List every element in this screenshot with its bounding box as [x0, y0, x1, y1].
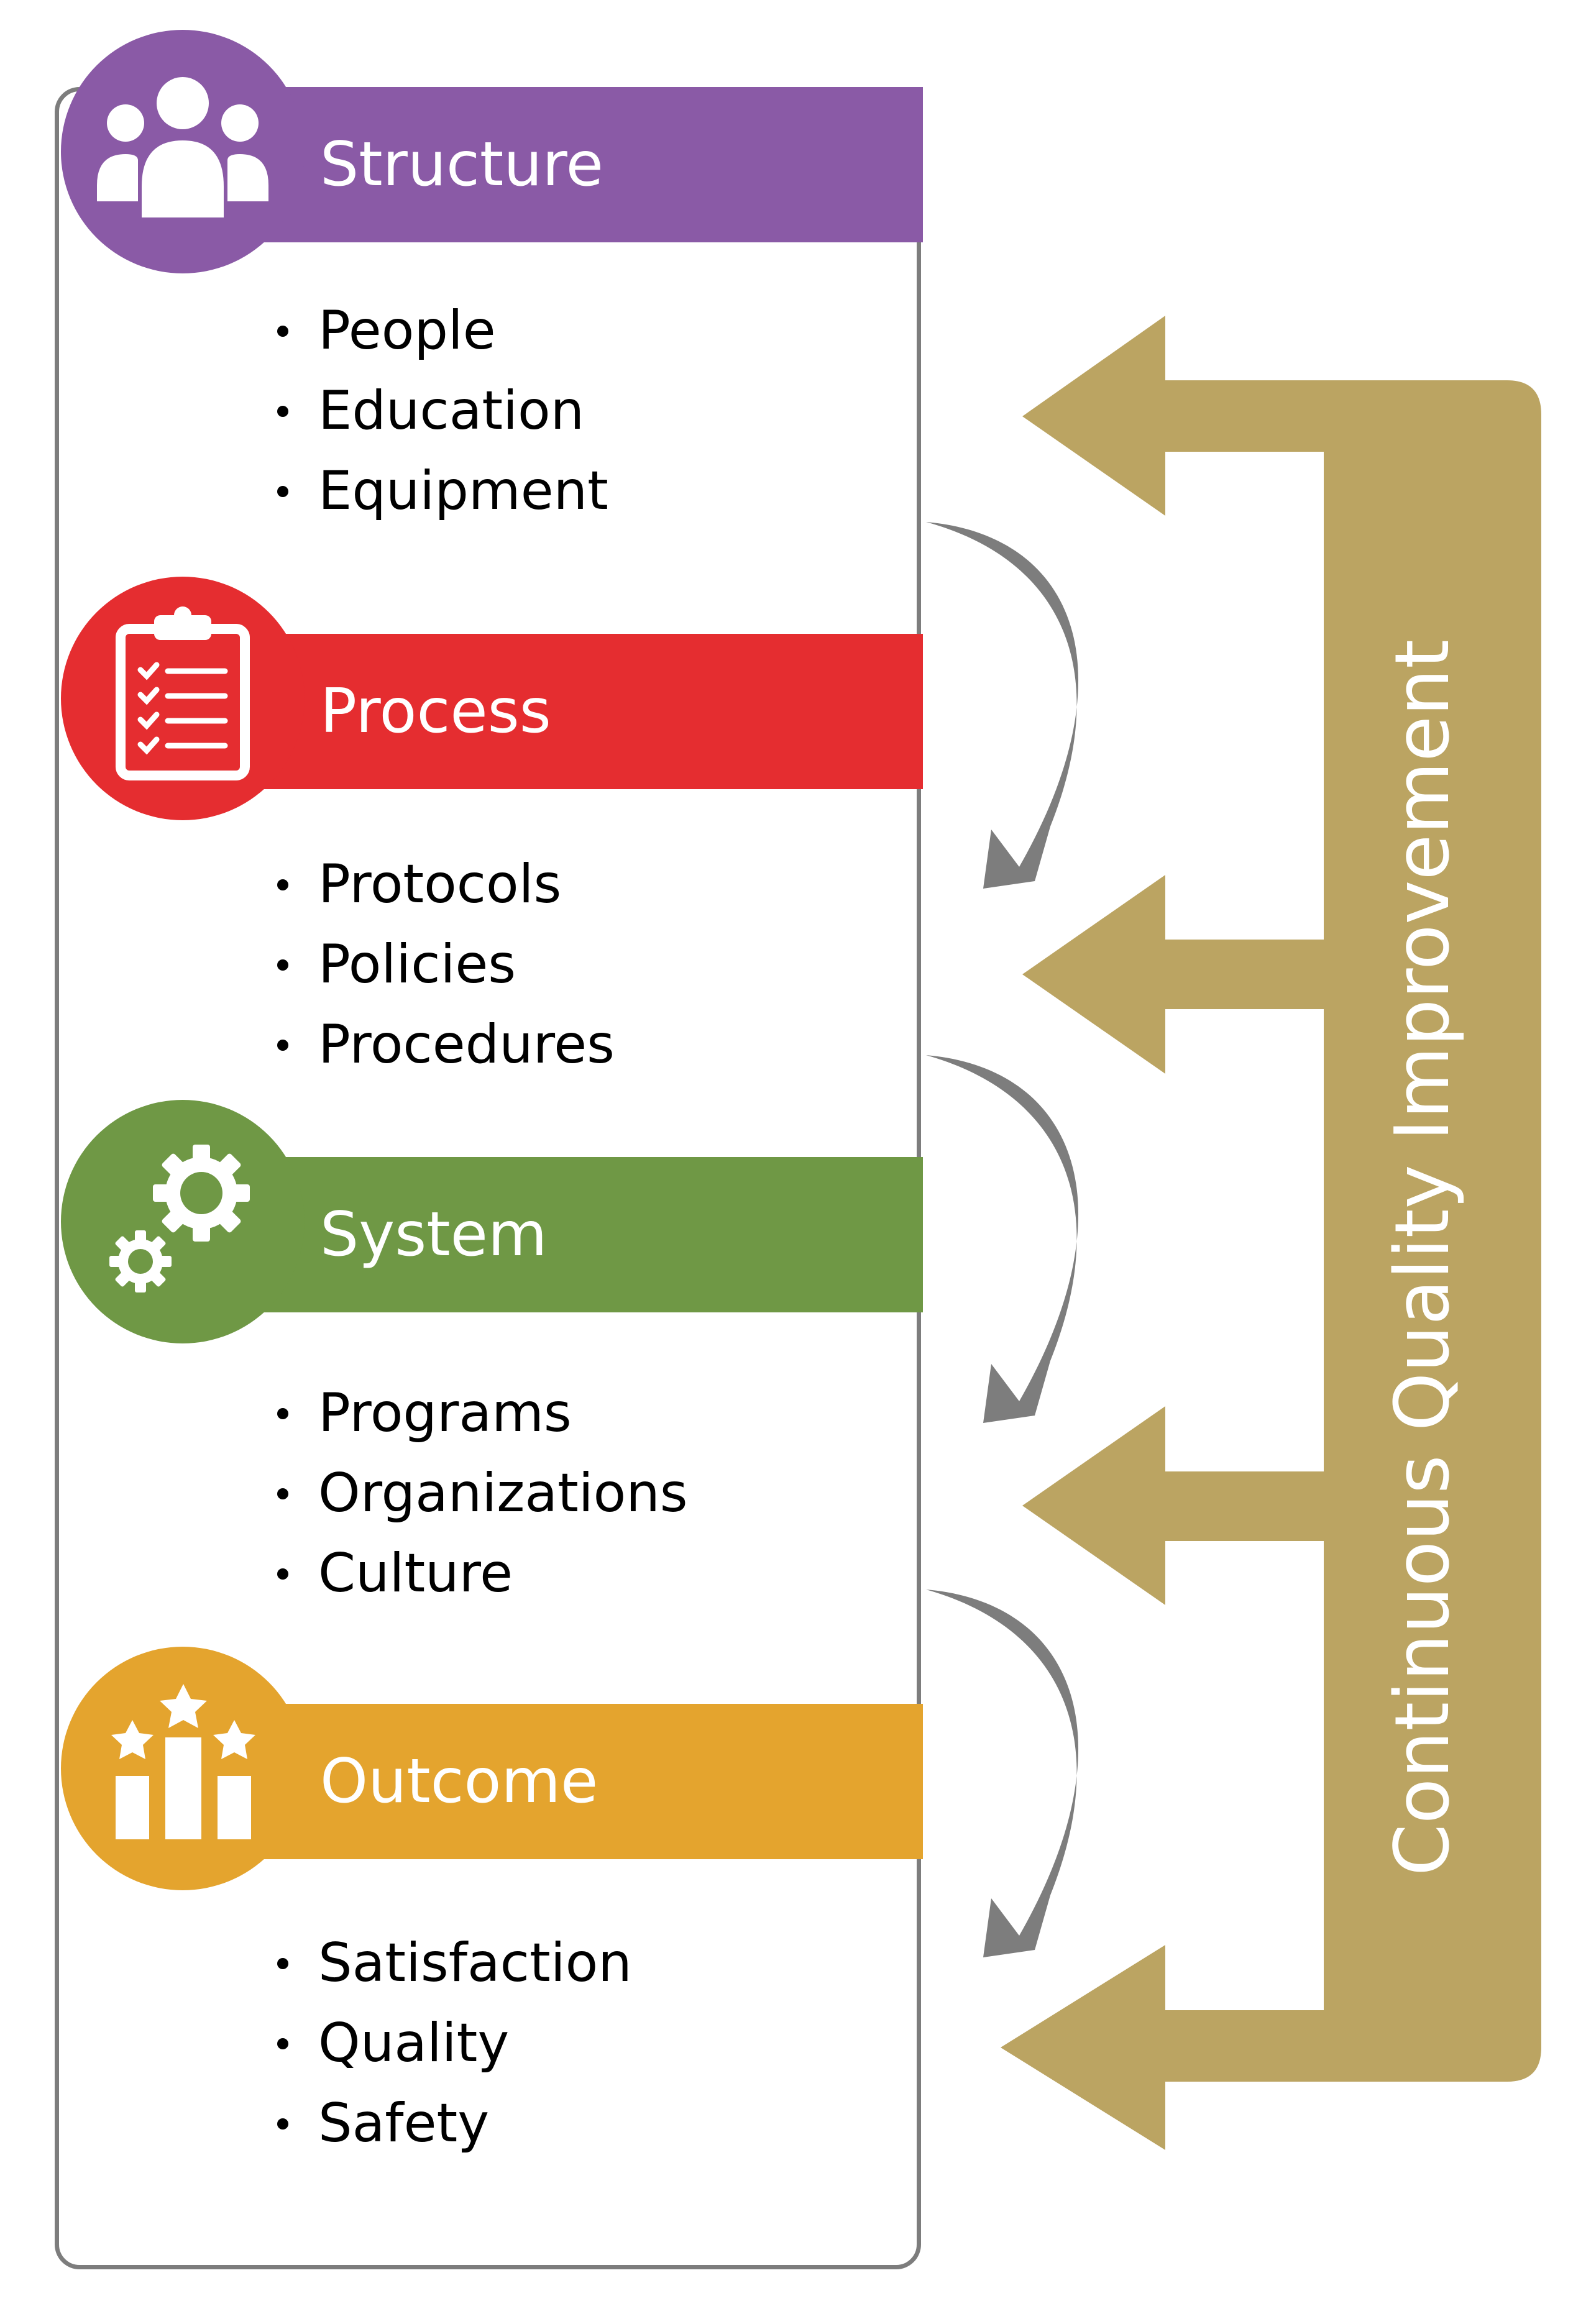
list-item: People: [273, 291, 895, 371]
flow-arrow-structure-to-process: [926, 522, 1079, 889]
list-item: Education: [273, 371, 895, 451]
list-item: Satisfaction: [273, 1923, 895, 2003]
list-item: Culture: [273, 1534, 895, 1614]
list-item: Procedures: [273, 1005, 895, 1085]
process-disc: [61, 577, 305, 820]
system-disc: [61, 1100, 305, 1343]
flow-arrow-system-to-outcome: [926, 1590, 1079, 1957]
list-item: Quality: [273, 2003, 895, 2084]
list-item: Equipment: [273, 451, 895, 531]
system-items: Programs Organizations Culture: [273, 1373, 895, 1614]
podium-stars-icon: [111, 1684, 255, 1839]
feedback-arrowhead-structure: [1022, 316, 1165, 516]
gears-icon: [109, 1145, 250, 1292]
system-band: System: [186, 1157, 923, 1312]
list-item: Protocols: [273, 844, 895, 925]
cqi-label: Continuous Quality Improvement: [1380, 639, 1466, 1877]
list-item: Programs: [273, 1373, 895, 1453]
list-item: Policies: [273, 925, 895, 1005]
outcome-band: Outcome: [186, 1704, 923, 1859]
feedback-bracket: [1156, 380, 1541, 2082]
feedback-branch: [1156, 1471, 1327, 1541]
system-title: System: [320, 1199, 548, 1270]
process-items: Protocols Policies Procedures: [273, 844, 895, 1085]
flow-arrow-process-to-system: [926, 1055, 1079, 1423]
process-title: Process: [320, 676, 551, 747]
structure-disc: [61, 30, 305, 273]
structure-items: People Education Equipment: [273, 291, 895, 531]
structure-band: Structure: [186, 87, 923, 242]
feedback-arrowhead-outcome: [1001, 1945, 1165, 2150]
list-item: Organizations: [273, 1453, 895, 1534]
feedback-arrowhead-system: [1022, 1406, 1165, 1605]
list-item: Safety: [273, 2084, 895, 2164]
people-icon: [97, 77, 268, 217]
outcome-title: Outcome: [320, 1746, 598, 1817]
outcome-items: Satisfaction Quality Safety: [273, 1923, 895, 2164]
feedback-arrowhead-process: [1022, 875, 1165, 1074]
flow-arrows: [926, 522, 1079, 1957]
feedback-branch: [1156, 940, 1327, 1009]
outcome-disc: [61, 1647, 305, 1890]
process-band: Process: [186, 634, 923, 789]
clipboard-checklist-icon: [116, 606, 250, 780]
structure-title: Structure: [320, 129, 603, 200]
